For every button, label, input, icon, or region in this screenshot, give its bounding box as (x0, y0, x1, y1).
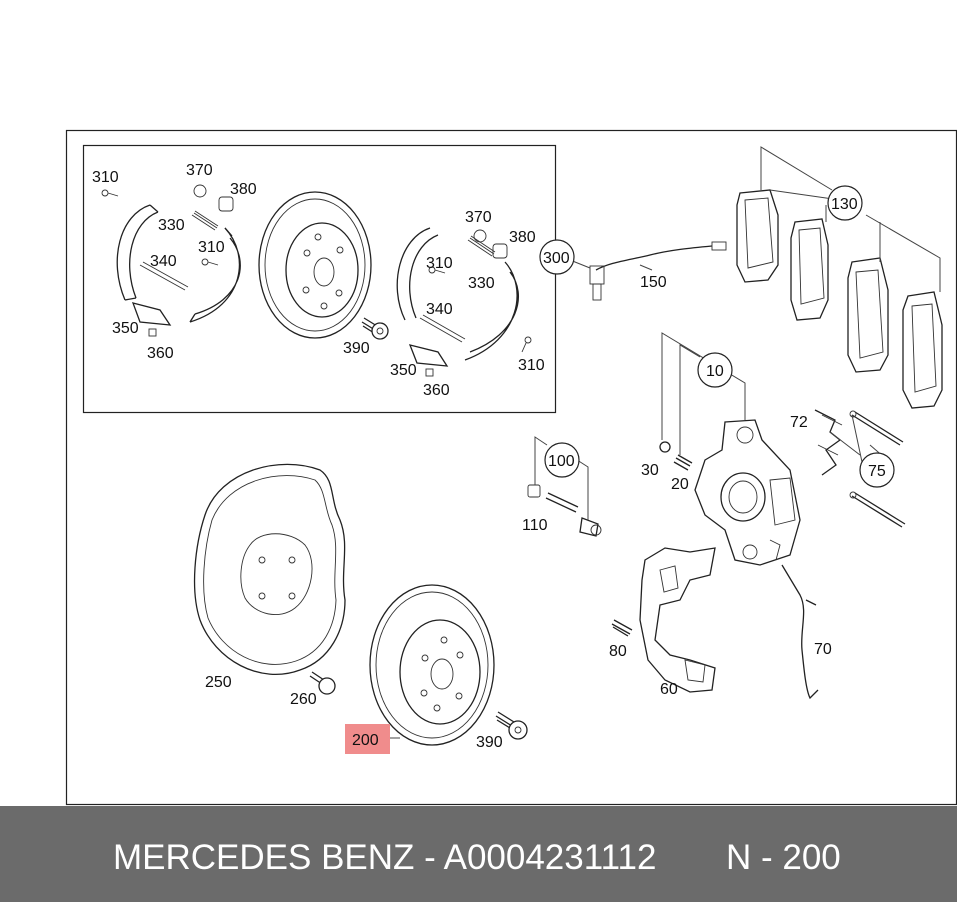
label-380: 380 (509, 229, 536, 246)
brake-pads-drawing (736, 189, 943, 409)
inset-bolt-390-drawing (361, 317, 389, 340)
anchor-bracket-drawing (639, 547, 716, 693)
callout-circle-10 (697, 352, 733, 388)
label-390: 390 (343, 340, 370, 357)
label-340: 340 (150, 253, 177, 270)
label-300: 300 (543, 250, 570, 267)
label-350: 350 (390, 362, 417, 379)
bolt-260-drawing (309, 671, 336, 695)
label-72: 72 (790, 414, 808, 431)
label-350: 350 (112, 320, 139, 337)
label-310: 310 (198, 239, 225, 256)
bolt-80-drawing (611, 619, 633, 637)
label-10: 10 (706, 363, 724, 380)
label-75: 75 (868, 463, 886, 480)
label-310: 310 (518, 357, 545, 374)
diagram-reference: N - 200 (726, 838, 841, 877)
label-100: 100 (548, 453, 575, 470)
label-310: 310 (92, 169, 119, 186)
label-130: 130 (831, 196, 858, 213)
label-30: 30 (641, 462, 659, 479)
footer-bar: MERCEDES BENZ - A0004231112 N - 200 (0, 806, 957, 902)
right-brake-shoes-drawing (396, 227, 532, 377)
callout-circle-75 (859, 452, 895, 488)
left-brake-shoes-drawing (101, 184, 241, 337)
label-150: 150 (640, 274, 667, 291)
label-380: 380 (230, 181, 257, 198)
label-330: 330 (158, 217, 185, 234)
label-360: 360 (147, 345, 174, 362)
bolt-390-drawing (495, 711, 528, 740)
inset-disc-drawing (258, 191, 372, 339)
caliper-drawing (694, 419, 801, 566)
label-20: 20 (671, 476, 689, 493)
dust-shield-drawing (193, 463, 346, 675)
label-340: 340 (426, 301, 453, 318)
label-330: 330 (468, 275, 495, 292)
label-310: 310 (426, 255, 453, 272)
parking-brake-inset-box (82, 144, 557, 414)
label-110: 110 (522, 517, 548, 534)
label-370: 370 (465, 209, 492, 226)
label-200: 200 (352, 732, 379, 749)
bleeder-20-drawing (673, 454, 693, 471)
callout-circle-130 (827, 185, 863, 221)
label-60: 60 (660, 681, 678, 698)
label-390: 390 (476, 734, 503, 751)
label-360: 360 (423, 382, 450, 399)
label-260: 260 (290, 691, 317, 708)
label-370: 370 (186, 162, 213, 179)
brake-disc-200-drawing (369, 584, 495, 746)
callout-circle-300 (539, 239, 575, 275)
brand-part-number: MERCEDES BENZ - A0004231112 (113, 838, 657, 877)
callout-circle-100 (544, 442, 580, 478)
wear-sensor-drawing (589, 241, 727, 301)
guide-bolts-drawing (527, 484, 602, 537)
nut-30-drawing (659, 441, 671, 453)
label-80: 80 (609, 643, 627, 660)
label-70: 70 (814, 641, 832, 658)
parts-diagram: 310 370 380 330 310 340 350 360 370 380 … (65, 129, 957, 806)
highlight-200-box (345, 724, 390, 754)
wear-wire-drawing (781, 564, 819, 700)
label-250: 250 (205, 674, 232, 691)
